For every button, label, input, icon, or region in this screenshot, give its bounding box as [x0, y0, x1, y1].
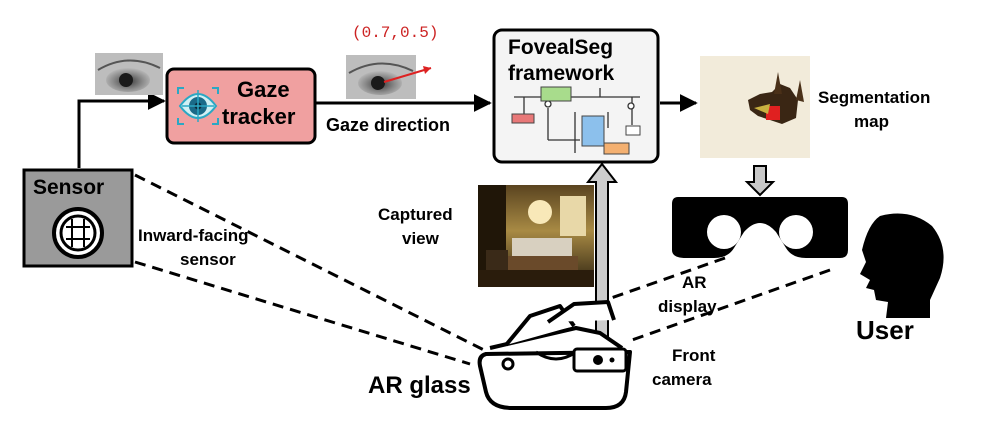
- ar-glass-icon: [477, 300, 632, 410]
- captured-view-label-line1: Captured: [378, 205, 453, 224]
- captured-view-label-line2: view: [402, 229, 439, 248]
- framework-box: [492, 28, 660, 164]
- gaze-arrow: [383, 67, 432, 83]
- dashed-line-sensor-top: [134, 173, 489, 354]
- framework-label-line1: FovealSeg: [508, 36, 614, 59]
- front-camera-label-line1: Front: [672, 346, 716, 365]
- ar-display-label-line2: display: [658, 297, 717, 316]
- segmentation-map-label-line2: map: [854, 112, 889, 131]
- gaze-direction-label: Gaze direction: [326, 115, 451, 135]
- eye-thumbnail-inward: [95, 53, 163, 95]
- sensor-box: [22, 168, 134, 268]
- framework-schematic: [514, 88, 640, 153]
- user-head-icon: [860, 213, 944, 318]
- framework-label-line2: framework: [508, 62, 615, 85]
- arrow-segmap-to-display: [744, 165, 776, 197]
- module-orange: [603, 142, 630, 155]
- inward-sensor-label-line2: sensor: [180, 250, 236, 269]
- gaze-tracker-box: [165, 67, 317, 145]
- ar-display-icon: [672, 197, 848, 258]
- segmentation-map-label-line1: Segmentation: [818, 88, 931, 107]
- module-red: [511, 113, 535, 124]
- sensor-label: Sensor: [33, 176, 105, 199]
- module-white: [625, 125, 641, 136]
- captured-view-image: [478, 185, 594, 287]
- dashed-line-sensor-bottom: [134, 260, 471, 366]
- eye-thumbnail-gaze: [346, 55, 432, 99]
- front-camera-label-line2: camera: [652, 370, 712, 389]
- arrow-sensor-to-tracker: [77, 92, 166, 168]
- gaze-tracker-label-line2: tracker: [222, 104, 296, 129]
- module-blue: [581, 115, 605, 147]
- eye-target-icon: [177, 87, 219, 125]
- user-label: User: [856, 315, 914, 345]
- arrow-camera-to-framework: [585, 162, 619, 349]
- camera-lens-icon: [52, 207, 104, 259]
- inward-sensor-label-line1: Inward-facing: [138, 226, 249, 245]
- module-green: [540, 86, 572, 102]
- ar-display-label-line1: AR: [682, 273, 707, 292]
- segmentation-map-image: [700, 56, 810, 158]
- gaze-coordinate-label: (0.7,0.5): [352, 24, 439, 42]
- ar-glass-label: AR glass: [368, 372, 471, 399]
- gaze-tracker-label-line1: Gaze: [237, 77, 290, 102]
